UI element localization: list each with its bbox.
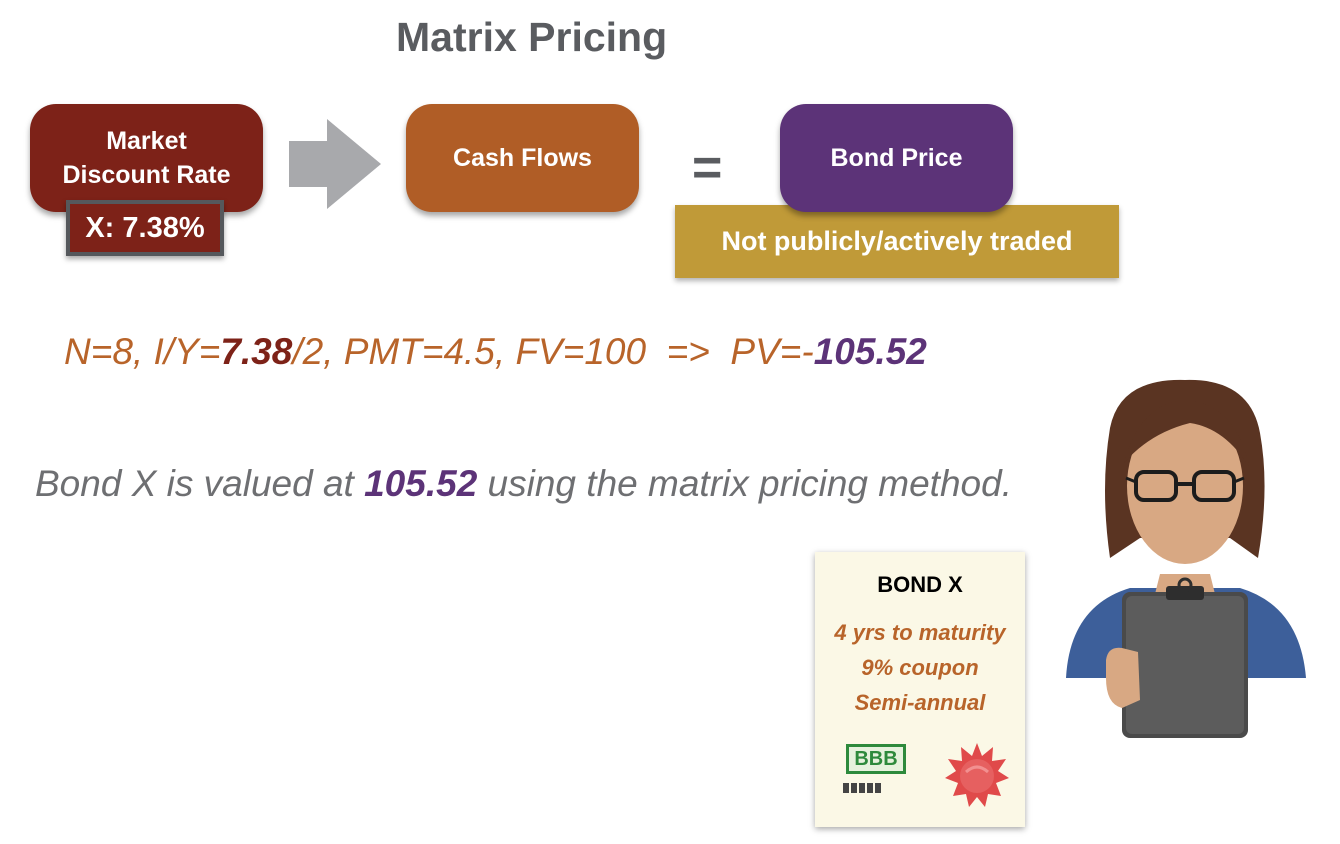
rate-value-badge: X: 7.38%: [66, 200, 224, 256]
market-discount-rate-box: Market Discount Rate: [30, 104, 263, 212]
formula-rate: 7.38: [220, 331, 293, 372]
rating-badge: BBB: [846, 744, 906, 774]
bond-price-box: Bond Price: [780, 104, 1013, 212]
bond-coupon: 9% coupon: [861, 655, 979, 680]
market-rate-label-line1: Market: [106, 127, 187, 155]
formula-middle: /2, PMT=4.5, FV=100 => PV=-: [292, 331, 814, 372]
bond-frequency: Semi-annual: [854, 690, 986, 715]
valuation-statement: Bond X is valued at 105.52 using the mat…: [35, 463, 1012, 505]
bond-maturity: 4 yrs to maturity: [834, 620, 1006, 645]
market-rate-label-line2: Discount Rate: [62, 161, 231, 189]
bond-card-title: BOND X: [877, 572, 963, 597]
statement-prefix: Bond X is valued at: [35, 463, 365, 504]
equals-sign: =: [692, 139, 723, 197]
bond-card: BOND X 4 yrs to maturity 9% coupon Semi-…: [815, 552, 1025, 827]
seal-icon: [945, 743, 1009, 807]
right-arrow-icon: [289, 119, 381, 209]
not-traded-banner: Not publicly/actively traded: [675, 205, 1119, 278]
formula-prefix: N=8, I/Y=: [64, 331, 221, 372]
statement-suffix: using the matrix pricing method.: [477, 463, 1012, 504]
formula-pv: 105.52: [813, 331, 927, 372]
statement-value: 105.52: [364, 463, 478, 504]
page-title: Matrix Pricing: [396, 14, 668, 60]
analyst-avatar: [1066, 379, 1306, 738]
cash-flows-box: Cash Flows: [406, 104, 639, 212]
rating-chip-icon: [843, 783, 881, 793]
calculator-formula: N=8, I/Y=7.38/2, PMT=4.5, FV=100 => PV=-…: [64, 331, 927, 373]
